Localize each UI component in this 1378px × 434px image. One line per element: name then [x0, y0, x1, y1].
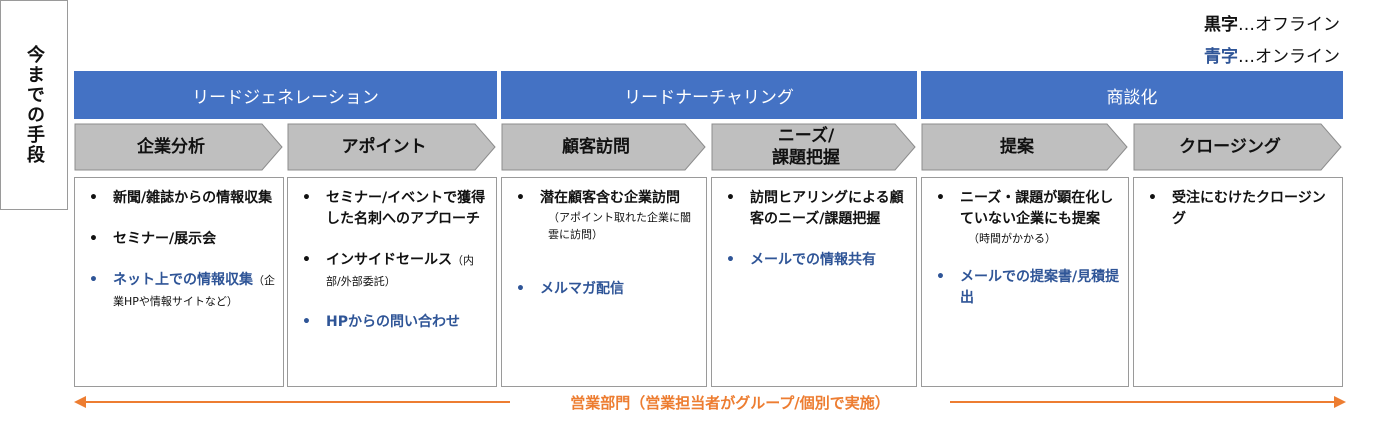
chevron-shape — [1133, 123, 1342, 171]
list-item: メールでの提案書/見積提出 — [936, 267, 1120, 309]
box-company-analysis: 新聞/雑誌からの情報収集 セミナー/展示会 ネット上での情報収集（企業HPや情報… — [74, 177, 284, 387]
item-text: HPからの問い合わせ — [326, 314, 460, 330]
stage-company-analysis: 企業分析 — [74, 123, 284, 171]
item-list: セミナー/イベントで獲得した名刺へのアプローチ インサイドセールス（内部/外部委… — [288, 178, 496, 333]
item-text: ネット上での情報収集 — [113, 272, 253, 288]
list-item: インサイドセールス（内部/外部委託） — [302, 250, 488, 292]
stage-proposal: 提案 — [921, 123, 1129, 171]
legend-online-text: …オンライン — [1238, 47, 1340, 67]
stage-label: 提案 — [1000, 137, 1034, 157]
item-text: 訪問ヒアリングによる顧客のニーズ/課題把握 — [750, 190, 904, 227]
list-item: HPからの問い合わせ — [302, 312, 488, 333]
box-customer-visit: 潜在顧客含む企業訪問 （アポイント取れた企業に闇雲に訪問） メルマガ配信 — [501, 177, 707, 387]
list-item: メールでの情報共有 — [726, 250, 908, 271]
list-item: 訪問ヒアリングによる顧客のニーズ/課題把握 — [726, 188, 908, 230]
list-item: セミナー/イベントで獲得した名刺へのアプローチ — [302, 188, 488, 230]
phase-lead-nurturing: リードナーチャリング — [501, 71, 917, 119]
item-text: 新聞/雑誌からの情報収集 — [113, 190, 273, 206]
item-text: メールでの情報共有 — [750, 252, 876, 268]
legend-offline: 黒字…オフライン — [1204, 10, 1340, 35]
chevron-shape — [921, 123, 1128, 171]
stage-needs-issues: ニーズ/ 課題把握 — [711, 123, 917, 171]
list-item: ニーズ・課題が顕在化していない企業にも提案 （時間がかかる） — [936, 188, 1120, 247]
department-label: 営業部門（営業担当者がグループ/個別で実施） — [510, 392, 950, 413]
phase-deal: 商談化 — [921, 71, 1343, 119]
row-label: 今までの手段 — [24, 45, 45, 165]
stage-label: アポイント — [341, 137, 427, 157]
list-item: ネット上での情報収集（企業HPや情報サイトなど） — [89, 270, 275, 312]
item-note: （企業HPや情報サイトなど） — [113, 274, 275, 308]
arrow-right-head-icon — [1334, 396, 1346, 408]
stage-closing: クロージング — [1133, 123, 1343, 171]
item-text: 受注にむけたクロージング — [1172, 190, 1326, 227]
item-list: 新聞/雑誌からの情報収集 セミナー/展示会 ネット上での情報収集（企業HPや情報… — [75, 178, 283, 312]
phase-label: リードジェネレーション — [192, 87, 379, 108]
list-item: 受注にむけたクロージング — [1148, 188, 1334, 230]
chevron-shape — [711, 123, 916, 171]
legend-online-key: 青字 — [1204, 47, 1238, 67]
chevron-shape — [74, 123, 283, 171]
box-needs-issues: 訪問ヒアリングによる顧客のニーズ/課題把握 メールでの情報共有 — [711, 177, 917, 387]
list-item: 潜在顧客含む企業訪問 （アポイント取れた企業に闇雲に訪問） — [516, 188, 698, 243]
department-name: 営業部門 — [570, 394, 631, 412]
item-text: ニーズ・課題が顕在化していない企業にも提案 — [960, 190, 1114, 227]
stage-appointment: アポイント — [287, 123, 497, 171]
item-list: 潜在顧客含む企業訪問 （アポイント取れた企業に闇雲に訪問） メルマガ配信 — [502, 178, 706, 300]
box-proposal: ニーズ・課題が顕在化していない企業にも提案 （時間がかかる） メールでの提案書/見… — [921, 177, 1129, 387]
phase-label: リードナーチャリング — [624, 87, 794, 108]
phase-label: 商談化 — [1106, 87, 1158, 108]
list-item: メルマガ配信 — [516, 279, 698, 300]
stage-label: クロージング — [1179, 137, 1281, 157]
legend-online: 青字…オンライン — [1204, 42, 1340, 67]
item-note: （内部/外部委託） — [326, 254, 474, 288]
box-appointment: セミナー/イベントで獲得した名刺へのアプローチ インサイドセールス（内部/外部委… — [287, 177, 497, 387]
item-list: 受注にむけたクロージング — [1134, 178, 1342, 230]
stage-label: 顧客訪問 — [562, 137, 630, 157]
stage-label: ニーズ/ 課題把握 — [772, 126, 840, 168]
item-text: インサイドセールス — [326, 252, 452, 268]
item-text: セミナー/展示会 — [113, 231, 217, 247]
box-closing: 受注にむけたクロージング — [1133, 177, 1343, 387]
arrow-left-head-icon — [74, 396, 86, 408]
item-list: ニーズ・課題が顕在化していない企業にも提案 （時間がかかる） メールでの提案書/見… — [922, 178, 1128, 309]
department-note: （営業担当者がグループ/個別で実施） — [630, 394, 890, 412]
phase-lead-generation: リードジェネレーション — [74, 71, 497, 119]
item-text: メルマガ配信 — [540, 281, 624, 297]
list-item: 新聞/雑誌からの情報収集 — [89, 188, 275, 209]
chevron-shape — [287, 123, 496, 171]
item-note: （アポイント取れた企業に闇雲に訪問） — [548, 211, 691, 241]
row-label-box: 今までの手段 — [0, 0, 68, 210]
list-item: セミナー/展示会 — [89, 229, 275, 250]
item-text: セミナー/イベントで獲得した名刺へのアプローチ — [326, 190, 486, 227]
legend-offline-text: …オフライン — [1238, 15, 1340, 35]
stage-label: 企業分析 — [137, 137, 205, 157]
legend-offline-key: 黒字 — [1204, 15, 1238, 35]
stage-customer-visit: 顧客訪問 — [501, 123, 707, 171]
item-note: （時間がかかる） — [968, 232, 1056, 245]
item-text: 潜在顧客含む企業訪問 — [540, 190, 680, 206]
item-text: メールでの提案書/見積提出 — [960, 269, 1120, 306]
item-list: 訪問ヒアリングによる顧客のニーズ/課題把握 メールでの情報共有 — [712, 178, 916, 271]
chevron-shape — [501, 123, 706, 171]
